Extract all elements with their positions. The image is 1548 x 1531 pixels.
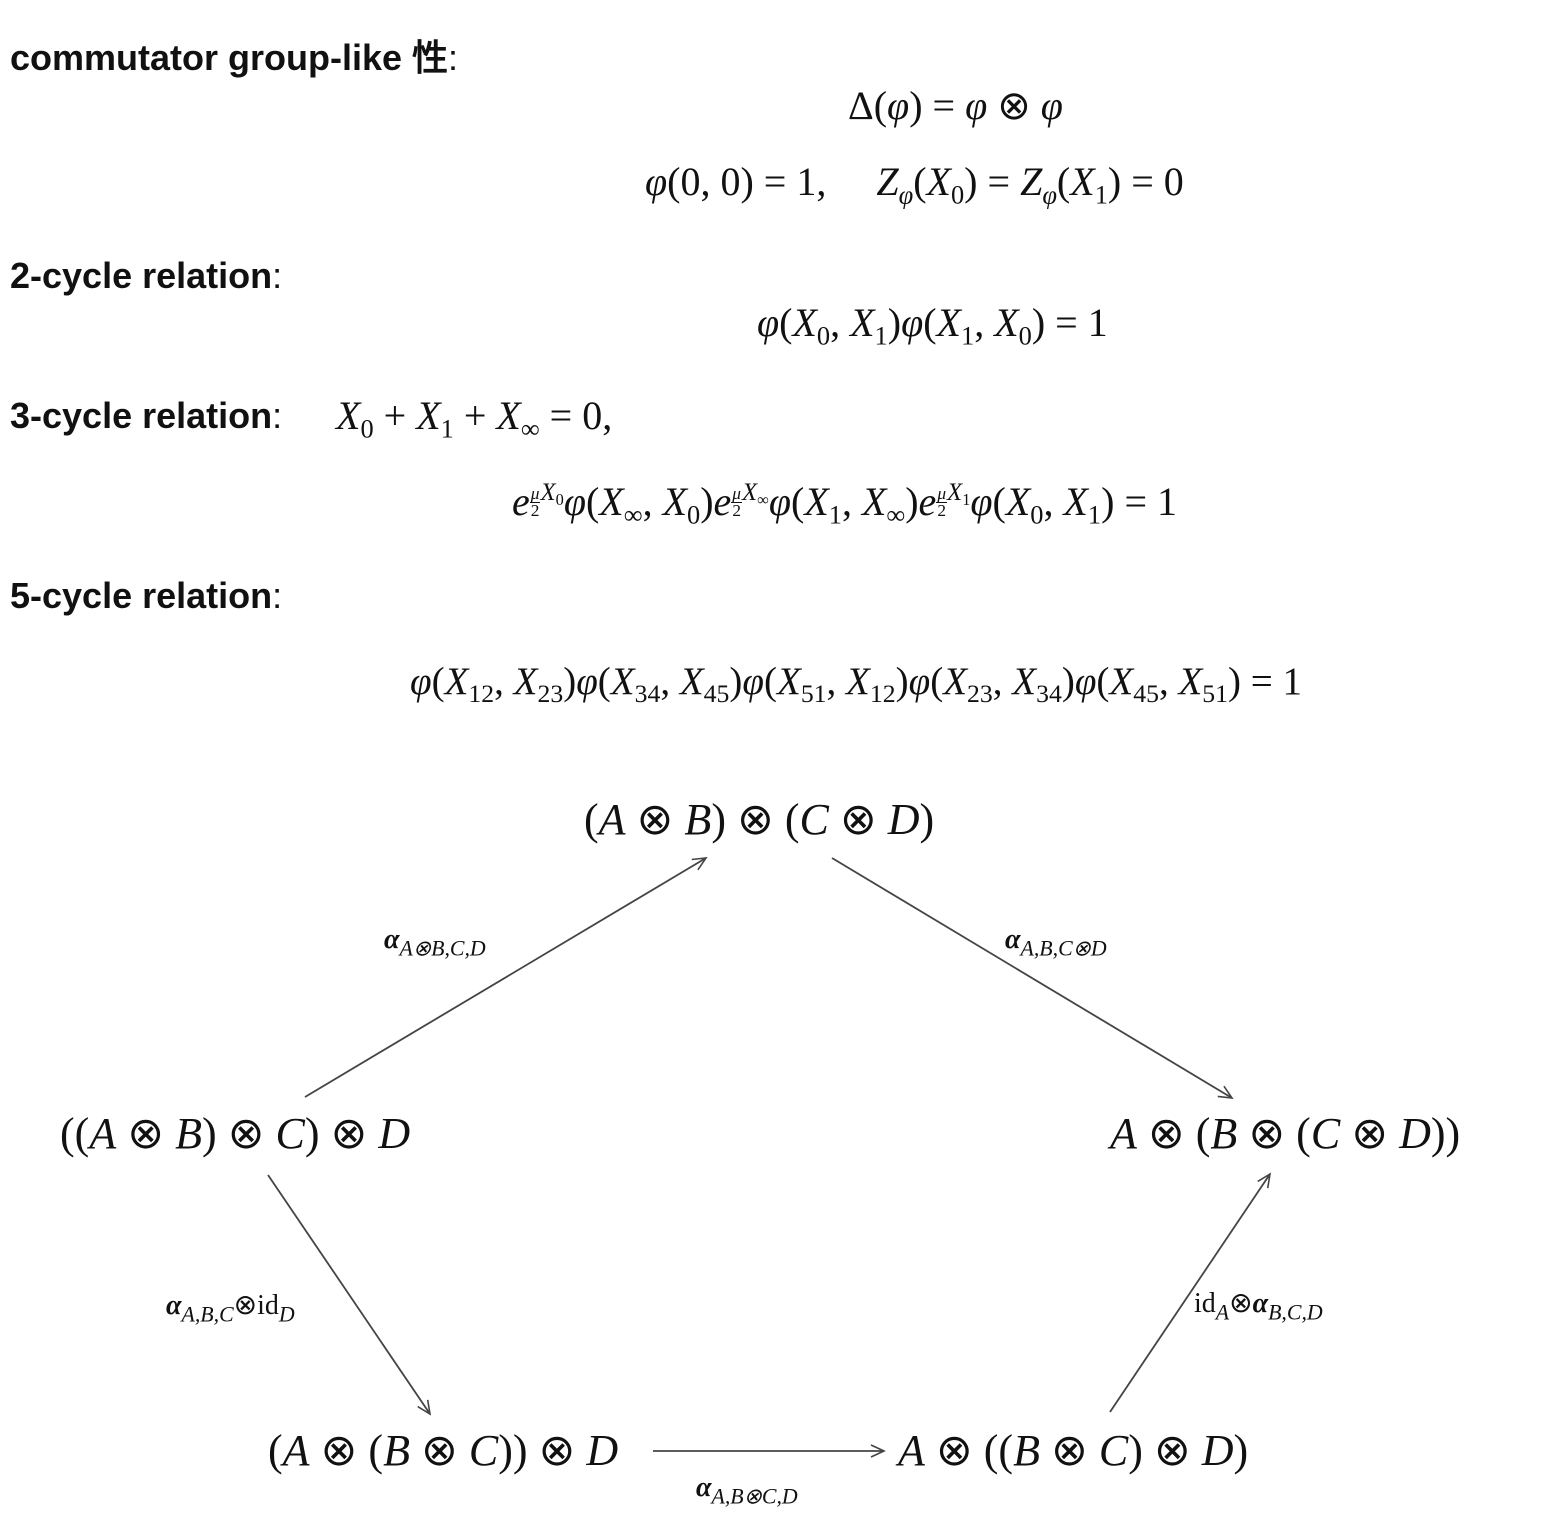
arrow-label-bottom-left-to-bottom-right: αA,B⊗C,D xyxy=(696,1472,798,1509)
arrow-label-left-to-bottom-left: αA,B,C⊗idD xyxy=(166,1290,295,1327)
heading-2-cycle: 2-cycle relation: xyxy=(10,258,282,294)
heading-group-like-label: commutator group-like 性 xyxy=(10,37,449,78)
equation-two-cycle: φ(X0, X1)φ(X1, X0) = 1 xyxy=(757,300,1108,351)
arrow-left-to-top xyxy=(304,857,708,1098)
heading-colon: : xyxy=(272,395,283,436)
heading-colon: : xyxy=(272,255,283,296)
heading-3-cycle: 3-cycle relation: xyxy=(10,398,282,434)
equation-coproduct: Δ(φ) = φ ⊗ φ xyxy=(848,83,1063,128)
equation-three-cycle-constraint: X0 + X1 + X∞ = 0, xyxy=(336,393,613,444)
heading-colon: : xyxy=(448,37,459,78)
pentagon-node-right: A ⊗ (B ⊗ (C ⊗ D)) xyxy=(1110,1109,1461,1158)
equation-normalization: φ(0, 0) = 1, Zφ(X0) = Zφ(X1) = 0 xyxy=(645,159,1184,210)
pentagon-node-bottom-right: A ⊗ ((B ⊗ C) ⊗ D) xyxy=(898,1426,1249,1475)
arrow-top-to-right xyxy=(831,857,1234,1099)
arrow-label-left-to-top: αA⊗B,C,D xyxy=(384,924,486,961)
arrow-bottom-right-to-right xyxy=(1109,1172,1272,1413)
heading-2-cycle-label: 2-cycle relation xyxy=(10,255,273,296)
arrow-left-to-bottom-left xyxy=(267,1174,432,1416)
heading-3-cycle-label: 3-cycle relation xyxy=(10,395,273,436)
arrow-label-bottom-right-to-right: idA⊗αB,C,D xyxy=(1194,1288,1323,1325)
pentagon-node-left: ((A ⊗ B) ⊗ C) ⊗ D xyxy=(60,1109,411,1158)
equation-five-cycle: φ(X12, X23)φ(X34, X45)φ(X51, X12)φ(X23, … xyxy=(410,660,1302,709)
pentagon-node-bottom-left: (A ⊗ (B ⊗ C)) ⊗ D xyxy=(268,1426,619,1475)
heading-group-like: commutator group-like 性: xyxy=(10,40,458,76)
pentagon-node-top: (A ⊗ B) ⊗ (C ⊗ D) xyxy=(584,795,935,844)
heading-5-cycle: 5-cycle relation: xyxy=(10,578,282,614)
heading-colon: : xyxy=(272,575,283,616)
heading-5-cycle-label: 5-cycle relation xyxy=(10,575,273,616)
arrow-label-top-to-right: αA,B,C⊗D xyxy=(1005,924,1107,961)
